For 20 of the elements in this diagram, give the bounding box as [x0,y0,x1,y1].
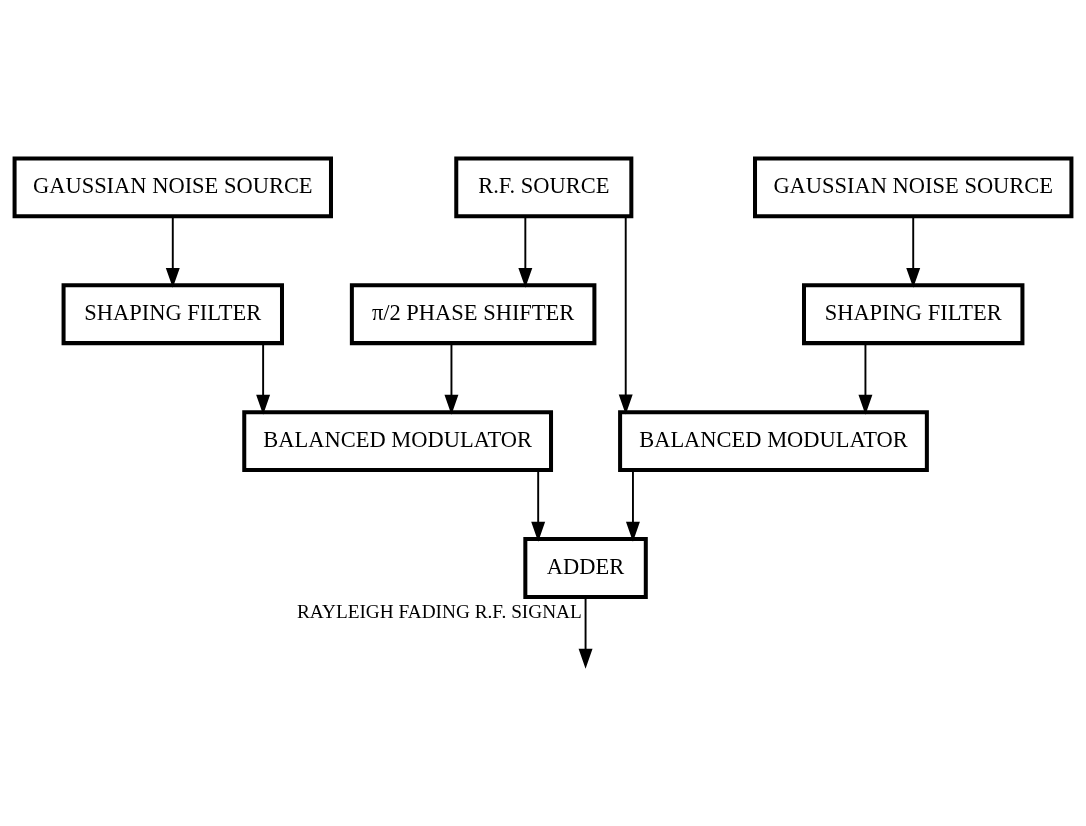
node-box: BALANCED MODULATOR [242,410,554,473]
arrow [444,342,459,415]
node-box: π/2 PHASE SHIFTER [349,283,597,346]
node-box: R.F. SOURCE [454,156,634,219]
arrow [618,215,633,415]
node-box: SHAPING FILTER [61,283,284,346]
arrow [165,215,180,288]
edge-label: RAYLEIGH FADING R.F. SIGNAL [297,600,582,622]
node-box: GAUSSIAN NOISE SOURCE [753,156,1074,219]
arrow [625,469,640,542]
arrow [858,342,873,415]
arrow [906,215,921,288]
node-box: SHAPING FILTER [802,283,1025,346]
arrow [578,596,593,669]
node-box: GAUSSIAN NOISE SOURCE [12,156,333,219]
node-box: BALANCED MODULATOR [618,410,929,473]
arrow [518,215,533,288]
node-box: ADDER [523,537,648,599]
arrow [531,469,546,542]
arrow [256,342,271,415]
